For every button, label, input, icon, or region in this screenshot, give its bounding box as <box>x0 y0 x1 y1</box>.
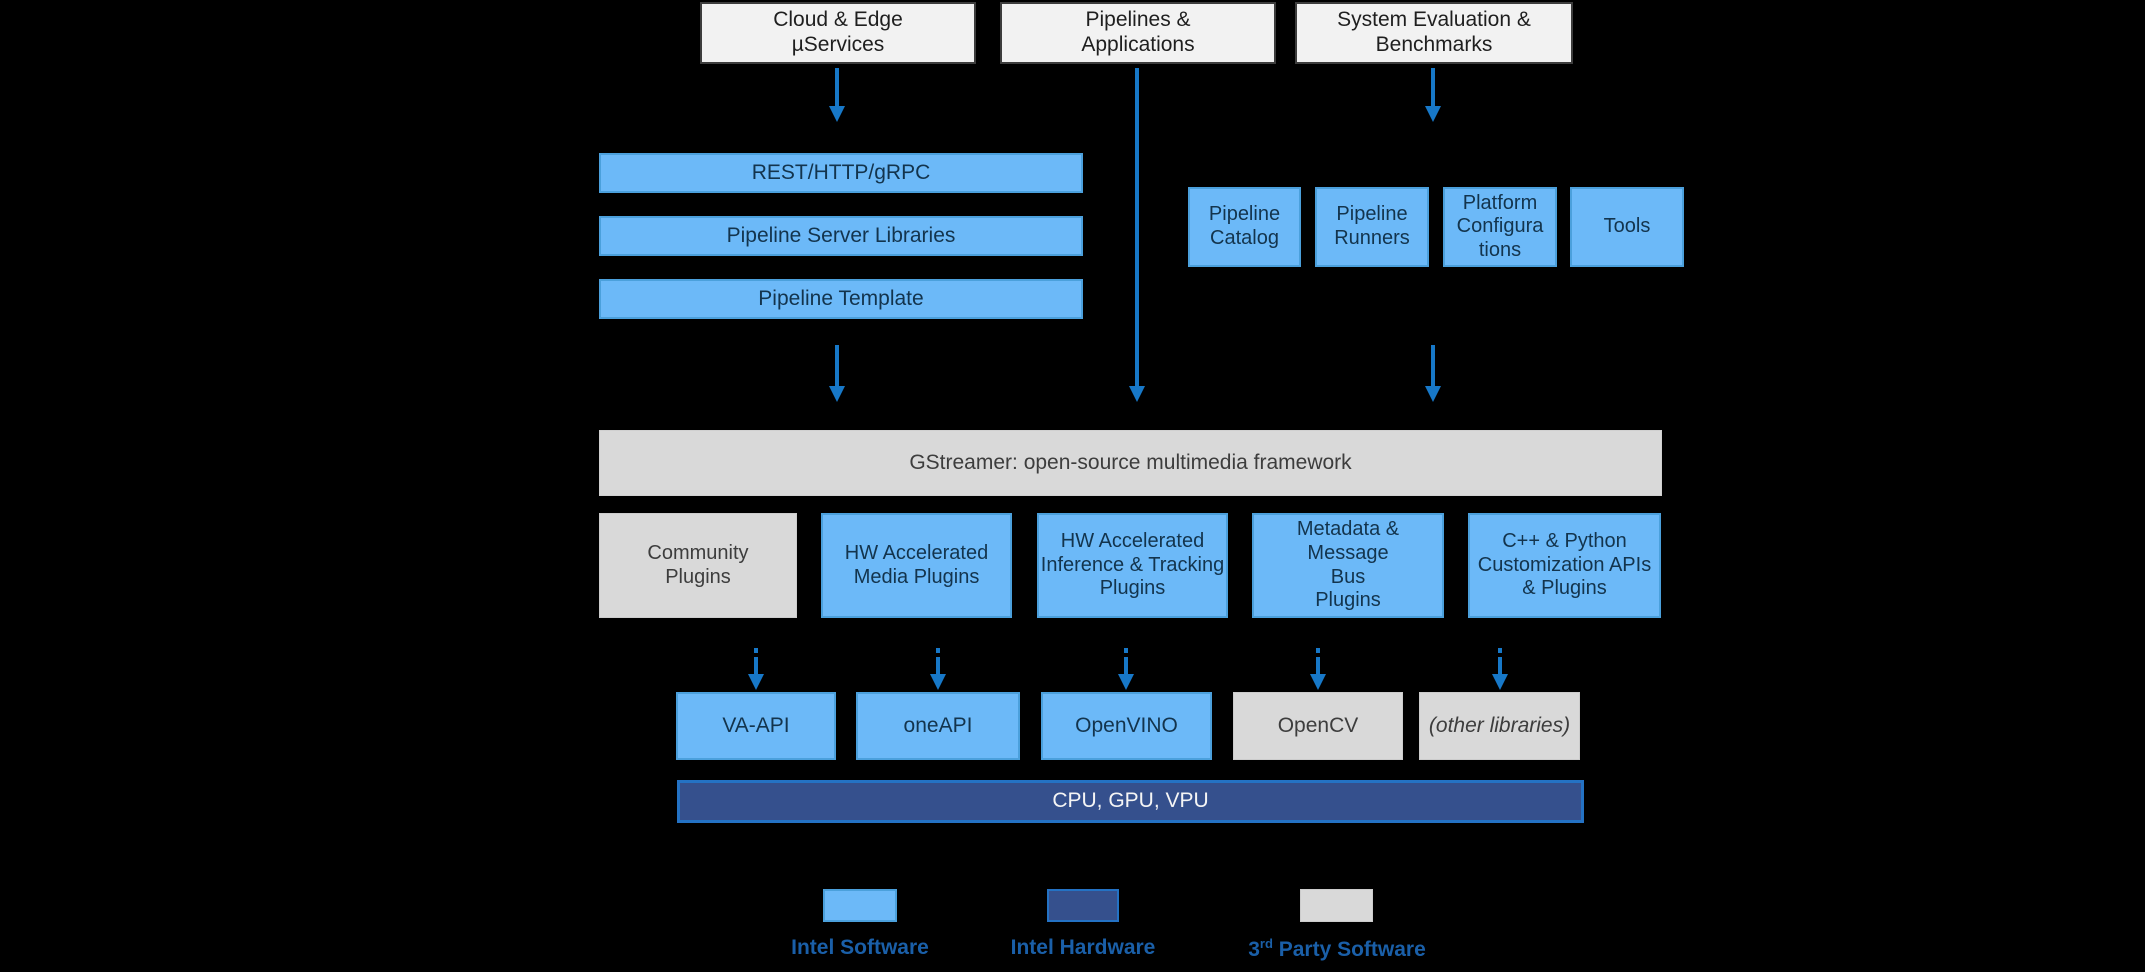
bar-cpu-gpu-vpu: CPU, GPU, VPU <box>677 780 1584 823</box>
arrow-to-other-libraries <box>1492 648 1508 690</box>
box-label: Metadata & Message Bus Plugins <box>1296 518 1400 612</box>
box-pipelines-applications: Pipelines & Applications <box>1000 2 1276 64</box>
legend-swatch-intel-software <box>823 889 897 922</box>
legend-label-intel-hardware: Intel Hardware <box>1010 936 1156 959</box>
box-label: Platform Configura tions <box>1456 191 1544 261</box>
box-label: Pipelines & Applications <box>1081 8 1195 56</box>
bar-label: CPU, GPU, VPU <box>1052 789 1209 813</box>
box-opencv: OpenCV <box>1233 692 1403 760</box>
box-pipeline-server-libraries: Pipeline Server Libraries <box>599 216 1083 256</box>
box-label: C++ & Python Customization APIs & Plugin… <box>1477 530 1652 600</box>
box-cloud-edge-microservices: Cloud & Edge µServices <box>700 2 976 64</box>
bar-label: GStreamer: open-source multimedia framew… <box>909 450 1352 474</box>
box-label: REST/HTTP/gRPC <box>751 160 931 184</box>
box-va-api: VA-API <box>676 692 836 760</box>
box-tools: Tools <box>1570 187 1684 267</box>
legend-label-superscript: rd <box>1259 936 1273 951</box>
box-label: HW Accelerated Media Plugins <box>844 541 989 588</box>
legend-label-intel-software: Intel Software <box>791 936 929 959</box>
legend-label-prefix: 3 <box>1248 938 1260 961</box>
box-oneapi: oneAPI <box>856 692 1020 760</box>
box-cpp-python-customization-apis-plugins: C++ & Python Customization APIs & Plugin… <box>1468 513 1661 618</box>
box-rest-http-grpc: REST/HTTP/gRPC <box>599 153 1083 193</box>
box-other-libraries: (other libraries) <box>1419 692 1580 760</box>
arrow-tooling-to-gstreamer <box>1425 345 1441 402</box>
arrow-to-oneapi <box>930 648 946 690</box>
box-metadata-message-bus-plugins: Metadata & Message Bus Plugins <box>1252 513 1444 618</box>
bar-gstreamer-framework: GStreamer: open-source multimedia framew… <box>599 430 1662 496</box>
arrow-to-opencv <box>1310 648 1326 690</box>
box-label: VA-API <box>722 713 790 737</box>
box-label: OpenCV <box>1277 713 1359 737</box>
box-platform-configurations: Platform Configura tions <box>1443 187 1557 267</box>
box-system-evaluation-benchmarks: System Evaluation & Benchmarks <box>1295 2 1573 64</box>
box-label: Community Plugins <box>647 541 749 588</box>
box-openvino: OpenVINO <box>1041 692 1212 760</box>
box-label: Tools <box>1603 215 1651 238</box>
arrow-to-openvino <box>1118 648 1134 690</box>
box-label: Pipeline Server Libraries <box>726 223 956 247</box>
box-label: Pipeline Runners <box>1334 203 1410 249</box>
box-label: System Evaluation & Benchmarks <box>1337 8 1531 56</box>
legend-label-third-party-software: 3rd Party Software <box>1227 936 1447 962</box>
box-hw-accelerated-inference-tracking-plugins: HW Accelerated Inference & Tracking Plug… <box>1037 513 1228 618</box>
arrow-to-va-api <box>748 648 764 690</box>
box-label: Pipeline Catalog <box>1208 203 1281 249</box>
arrow-evaluation-to-tooling <box>1425 68 1441 122</box>
box-pipeline-template: Pipeline Template <box>599 279 1083 319</box>
arrow-template-to-gstreamer <box>829 345 845 402</box>
legend-swatch-third-party-software <box>1300 889 1373 922</box>
box-label: oneAPI <box>903 713 973 737</box>
box-hw-accelerated-media-plugins: HW Accelerated Media Plugins <box>821 513 1012 618</box>
legend-label-rest: Party Software <box>1272 938 1426 961</box>
box-pipeline-runners: Pipeline Runners <box>1315 187 1429 267</box>
box-label: Pipeline Template <box>758 286 924 310</box>
box-label: OpenVINO <box>1075 713 1178 737</box>
box-label: (other libraries) <box>1428 713 1571 737</box>
box-label: HW Accelerated Inference & Tracking Plug… <box>1040 530 1225 600</box>
legend-swatch-intel-hardware <box>1047 889 1119 922</box>
box-pipeline-catalog: Pipeline Catalog <box>1188 187 1301 267</box>
box-label: Cloud & Edge µServices <box>773 8 903 56</box>
box-community-plugins: Community Plugins <box>599 513 797 618</box>
arrow-pipelines-to-gstreamer <box>1129 68 1145 402</box>
arrow-cloud-to-rest <box>829 68 845 122</box>
